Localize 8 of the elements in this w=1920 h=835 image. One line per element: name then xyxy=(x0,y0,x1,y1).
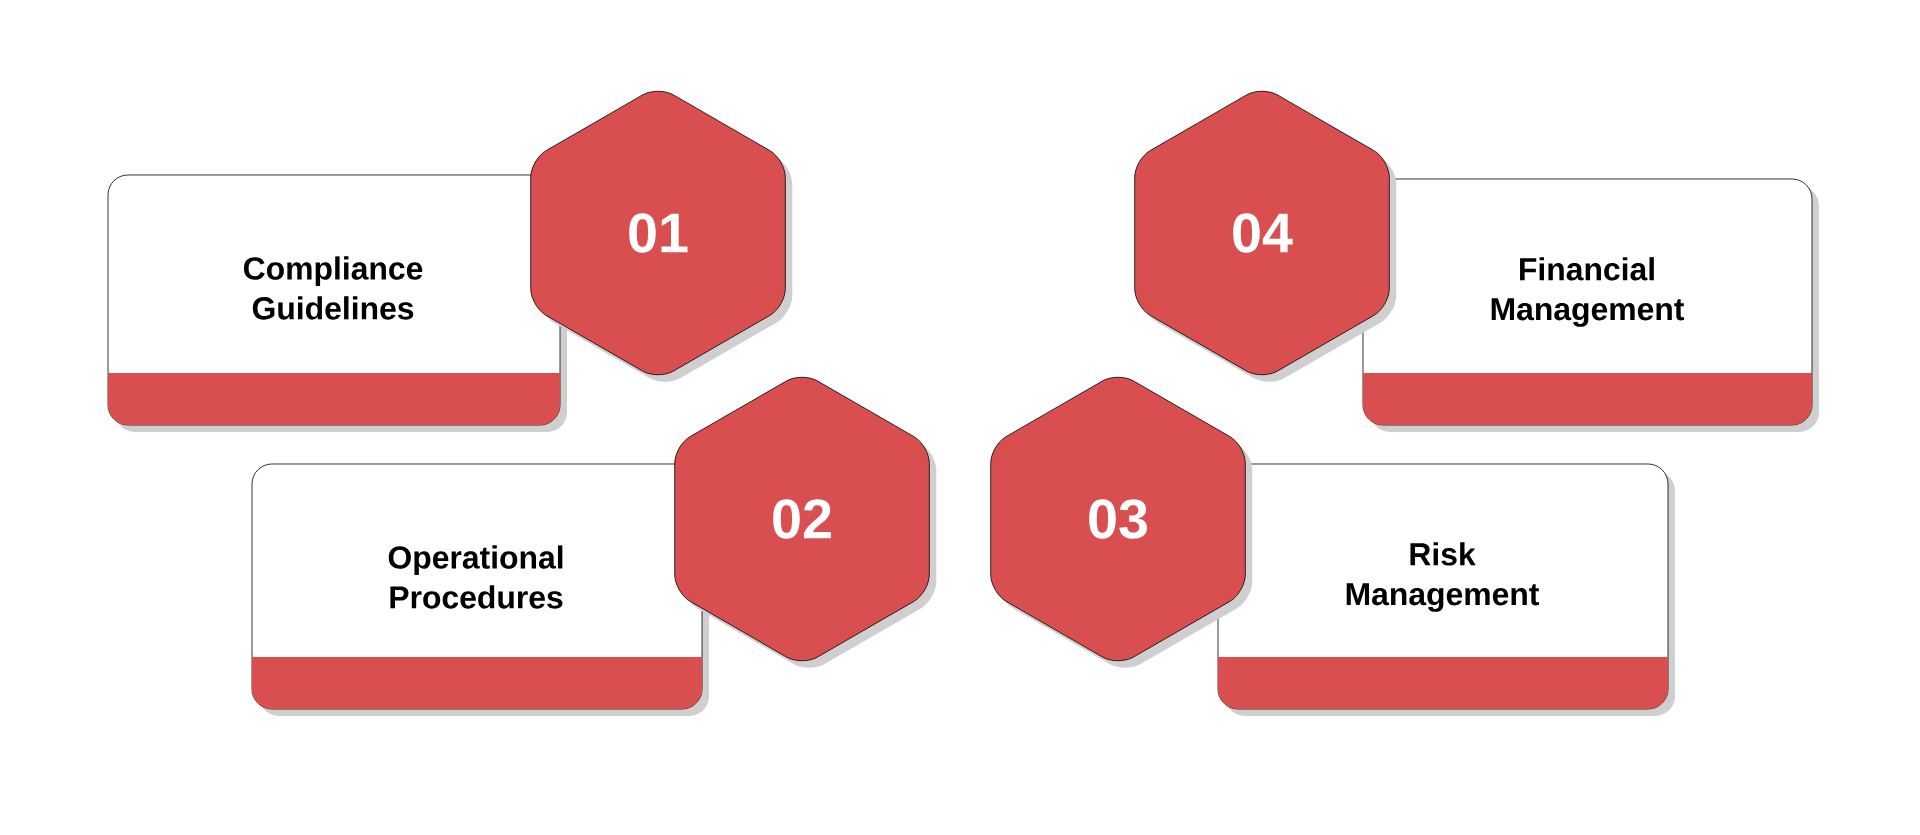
card: Compliance Guidelines xyxy=(107,174,567,432)
card: Risk Management xyxy=(1217,463,1675,716)
card: Financial Management xyxy=(1362,178,1819,432)
number-hexagon: 04 xyxy=(1134,90,1397,382)
number-hexagon: 01 xyxy=(530,90,793,382)
card: Operational Procedures xyxy=(251,463,709,716)
number-hexagon: 03 xyxy=(990,376,1253,668)
number-hexagon: 02 xyxy=(674,376,937,668)
